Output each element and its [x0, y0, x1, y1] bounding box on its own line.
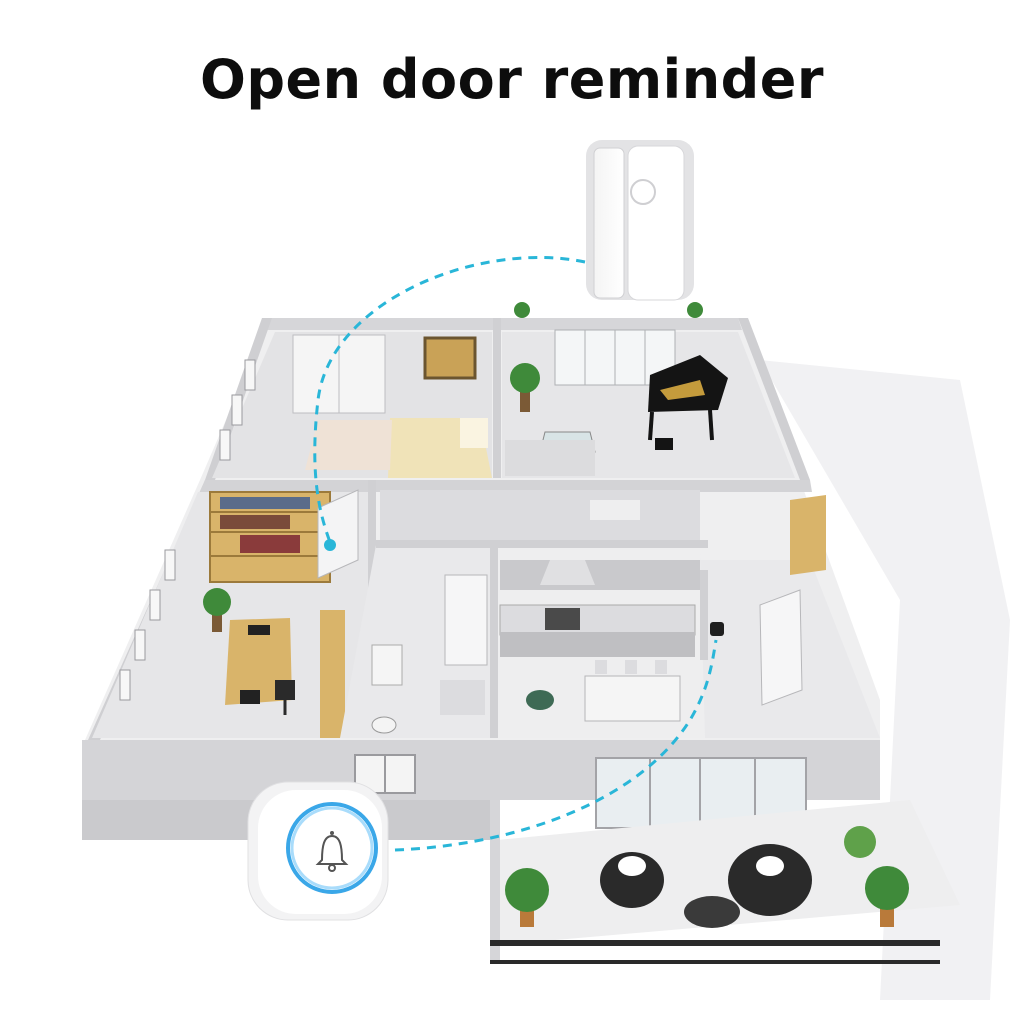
sensor-marker-study	[324, 539, 336, 551]
hall-arch	[590, 500, 640, 520]
interior-wall-mid	[200, 480, 812, 492]
doorbell-receiver	[247, 781, 389, 921]
plant-balcony-left	[505, 868, 549, 927]
dining-chairs	[595, 660, 667, 674]
study-door-open	[317, 489, 359, 579]
wood-door	[790, 495, 826, 575]
cabinets-lower	[500, 632, 695, 657]
kitchen-wall-top	[498, 540, 708, 548]
french-doors	[554, 329, 676, 386]
door-sensor	[586, 140, 694, 301]
upper-cabinets	[500, 560, 700, 590]
signal-line-sensor	[313, 255, 586, 543]
balcony-chair-2	[728, 844, 812, 916]
stove	[545, 608, 580, 630]
office-chair	[275, 680, 295, 715]
bath-tile	[440, 680, 485, 715]
plant-study	[203, 588, 231, 632]
grand-piano	[648, 355, 728, 450]
toilet	[371, 716, 397, 734]
top-wall-right	[500, 318, 742, 330]
bed-pillow	[460, 418, 488, 448]
hall-wall	[700, 570, 708, 660]
range-hood	[540, 560, 595, 585]
rug	[305, 420, 392, 470]
living-rug	[505, 440, 595, 476]
ground-shadow	[760, 360, 1010, 1000]
plant-top-1	[514, 302, 530, 318]
dining-table	[584, 675, 681, 722]
railing	[490, 940, 940, 964]
bedroom-windows	[219, 359, 256, 461]
right-wall	[738, 318, 810, 480]
painting	[423, 336, 477, 380]
page-title: Open door reminder	[199, 48, 825, 111]
plant-living	[510, 363, 540, 412]
washing-machine	[371, 644, 403, 686]
study-right-panel	[320, 610, 345, 738]
kitchen-stool	[526, 690, 554, 710]
hall-upper-wall	[380, 490, 700, 540]
countertop	[499, 604, 696, 636]
signal-line-receiver	[394, 639, 718, 852]
bath-wall-top	[376, 540, 492, 548]
bookshelf	[209, 491, 331, 583]
balcony-table	[684, 896, 740, 928]
top-wall-left	[265, 318, 495, 330]
shower-door	[444, 574, 488, 666]
plant-balcony-back	[844, 826, 876, 858]
plant-balcony-right	[865, 866, 909, 927]
balcony-chair-1	[600, 852, 664, 908]
divider-wall-1	[493, 318, 501, 478]
divider-wall-3	[490, 540, 498, 738]
balcony-edge	[490, 800, 500, 960]
study-windows	[119, 549, 176, 701]
entry-door-open	[759, 589, 803, 706]
bell-icon	[315, 831, 349, 872]
plant-top-2	[687, 302, 703, 318]
sensor-marker-hall	[710, 622, 724, 636]
